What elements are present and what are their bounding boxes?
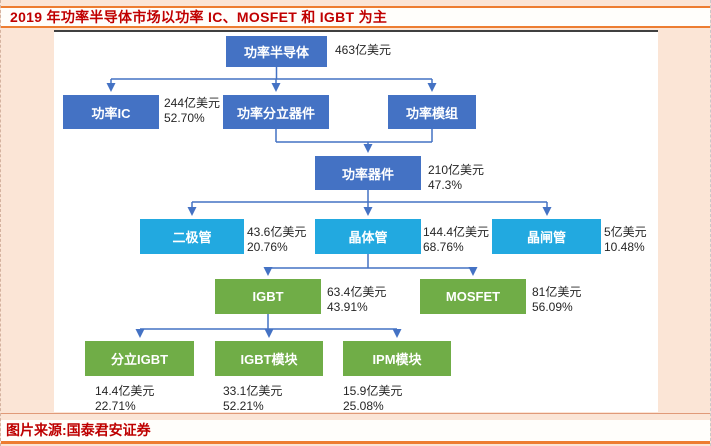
node-label: IGBT [252, 289, 284, 304]
value-share: 25.08% [343, 399, 384, 413]
value-amount: 15.9亿美元 [343, 384, 403, 398]
node-power-ic: 功率IC [63, 95, 159, 129]
node-power-module: 功率模组 [388, 95, 476, 129]
node-power-discrete-device: 功率分立器件 [223, 95, 329, 129]
value-amount: 14.4亿美元 [95, 384, 155, 398]
node-label: 功率器件 [341, 166, 394, 182]
node-label: 二极管 [172, 230, 212, 245]
value-amount: 63.4亿美元 [327, 285, 387, 299]
node-value-power-ic: 244亿美元 52.70% [164, 96, 220, 126]
org-chart-panel: 功率半导体 463亿美元 功率IC 244亿美元 52.70% 功率分立器件 功… [54, 30, 658, 414]
image-source-caption: 图片来源:国泰君安证券 [1, 420, 710, 444]
value-amount: 43.6亿美元 [247, 225, 307, 239]
node-transistor: 晶体管 [315, 219, 421, 254]
value-amount: 244亿美元 [164, 96, 221, 110]
node-label: IPM模块 [372, 352, 422, 367]
connector-lines [106, 67, 552, 338]
node-power-semiconductor: 功率半导体 [226, 36, 327, 67]
node-thyristor: 晶闸管 [492, 219, 601, 254]
node-igbt-module: IGBT模块 [215, 341, 323, 376]
value-amount: 210亿美元 [428, 163, 485, 177]
node-label: 功率模组 [405, 105, 458, 121]
value-amount: 81亿美元 [532, 285, 582, 299]
value-share: 43.91% [327, 300, 368, 314]
node-discrete-igbt: 分立IGBT [85, 341, 194, 376]
value-share: 20.76% [247, 240, 288, 254]
footer-divider [1, 413, 710, 414]
node-value-power-semiconductor: 463亿美元 [335, 43, 391, 58]
node-diode: 二极管 [140, 219, 244, 254]
node-label: 功率半导体 [243, 45, 309, 60]
node-label: 功率分立器件 [236, 105, 315, 121]
node-value-ipm-module: 15.9亿美元 25.08% [343, 384, 402, 414]
value-share: 68.76% [423, 240, 464, 254]
node-label: 分立IGBT [110, 352, 169, 367]
node-value-diode: 43.6亿美元 20.76% [247, 225, 306, 255]
node-label: IGBT模块 [240, 352, 298, 367]
node-power-device: 功率器件 [315, 156, 421, 190]
node-mosfet: MOSFET [420, 279, 526, 314]
node-value-igbt-module: 33.1亿美元 52.21% [223, 384, 282, 414]
value-amount: 144.4亿美元 [423, 225, 490, 239]
value-share: 22.71% [95, 399, 136, 413]
value-share: 52.70% [164, 111, 205, 125]
node-value-mosfet: 81亿美元 56.09% [532, 285, 581, 315]
node-label: 晶闸管 [526, 230, 566, 245]
node-value-igbt: 63.4亿美元 43.91% [327, 285, 386, 315]
node-ipm-module: IPM模块 [343, 341, 451, 376]
node-igbt: IGBT [215, 279, 321, 314]
figure-title: 2019 年功率半导体市场以功率 IC、MOSFET 和 IGBT 为主 [1, 6, 710, 28]
node-value-thyristor: 5亿美元 10.48% [604, 225, 647, 255]
value-amount: 5亿美元 [604, 225, 647, 239]
value-share: 56.09% [532, 300, 573, 314]
value-amount: 463亿美元 [335, 43, 392, 57]
node-value-transistor: 144.4亿美元 68.76% [423, 225, 489, 255]
node-label: 晶体管 [348, 230, 388, 245]
value-share: 47.3% [428, 178, 463, 192]
value-share: 52.21% [223, 399, 264, 413]
value-amount: 33.1亿美元 [223, 384, 283, 398]
node-label: MOSFET [445, 289, 501, 304]
node-value-discrete-igbt: 14.4亿美元 22.71% [95, 384, 154, 414]
value-share: 10.48% [604, 240, 645, 254]
node-label: 功率IC [91, 105, 131, 121]
node-value-power-device: 210亿美元 47.3% [428, 163, 484, 193]
